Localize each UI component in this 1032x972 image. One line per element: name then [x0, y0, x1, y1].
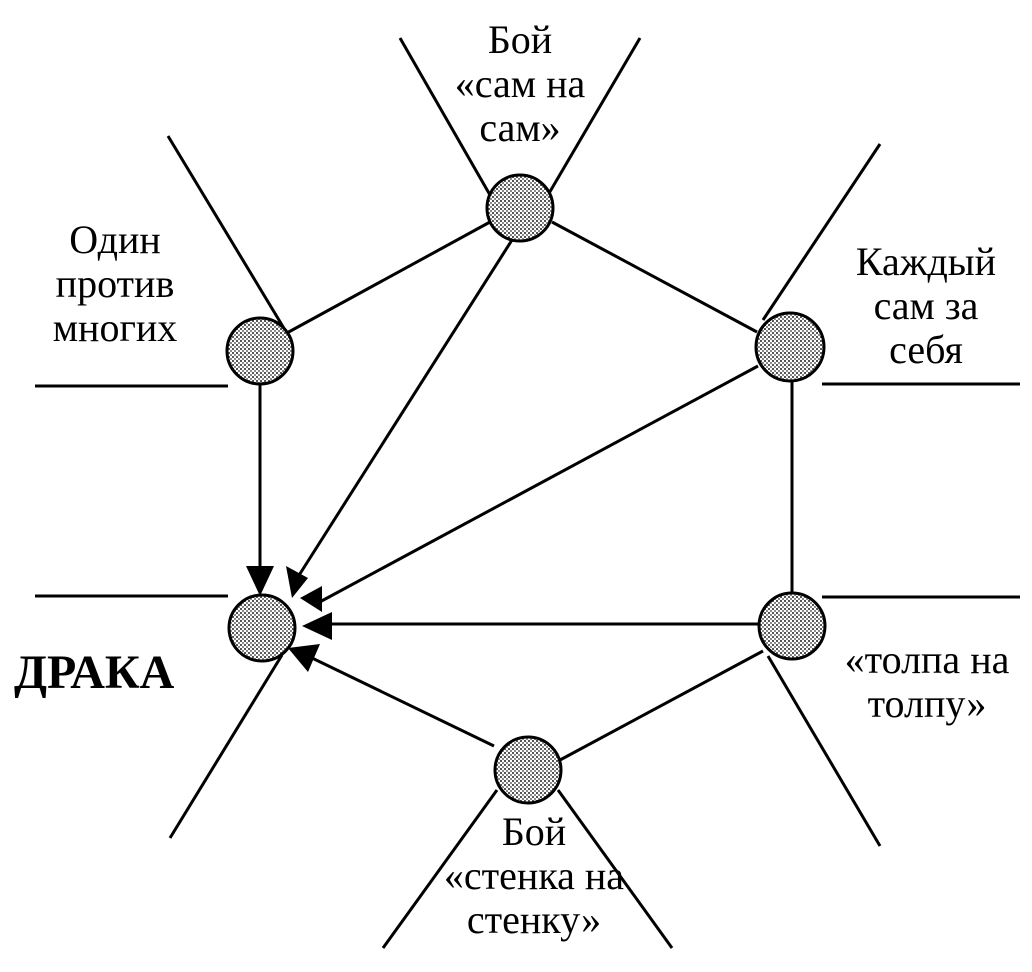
label-lower-right-line1: «толпа на — [844, 637, 1010, 682]
nodes — [225, 173, 827, 805]
label-lower-right-line2: толпу» — [867, 681, 987, 726]
spoke-top-right — [546, 37, 642, 196]
arrow-line-from-upper-right — [315, 364, 759, 606]
arrowhead-from-lower-right — [302, 612, 332, 640]
spoke-bottom-right — [556, 789, 674, 949]
node-lower-right — [757, 591, 827, 661]
spoke-bottom-left — [381, 789, 499, 949]
label-upper-left-line1: Один — [69, 217, 161, 262]
label-upper-right-line3: себя — [889, 327, 963, 372]
label-upper-right-line1: Каждый — [855, 239, 997, 284]
arrowhead-from-upper-left — [246, 566, 274, 596]
label-bottom-line3: стенку» — [466, 897, 602, 942]
label-upper-left-line2: против — [55, 261, 175, 306]
label-upper-left-line3: многих — [52, 305, 178, 350]
label-top-line2: «сам на — [454, 61, 586, 106]
label-lower-right: «толпа на толпу» — [828, 638, 1026, 726]
arrow-line-from-bottom — [311, 656, 495, 748]
node-bottom — [493, 735, 563, 805]
label-upper-right-line2: сам за — [873, 283, 979, 328]
center-label: ДРАКА — [14, 646, 175, 699]
spoke-upper-left-diag — [166, 135, 287, 331]
label-bottom-line1: Бой — [501, 809, 567, 854]
label-upper-left: Один против многих — [30, 218, 200, 350]
spoke-lower-right-diag — [766, 655, 882, 847]
node-top — [485, 173, 555, 243]
spoke-top-left — [398, 37, 492, 196]
arrow-line-from-top — [294, 239, 514, 581]
edges — [284, 220, 794, 762]
label-upper-right: Каждый сам за себя — [840, 240, 1012, 372]
edge-top-upper-left — [284, 220, 491, 336]
node-upper-right — [754, 311, 826, 383]
arrowhead-from-upper-right — [300, 586, 322, 612]
label-bottom-line2: «стенка на — [443, 853, 625, 898]
label-top-line1: Бой — [487, 17, 553, 62]
node-upper-left — [225, 316, 295, 386]
arrowhead-from-bottom — [288, 644, 320, 672]
spoke-upper-right-diag — [761, 143, 882, 321]
edge-top-upper-right — [551, 220, 758, 334]
spoke-center-diag — [168, 654, 284, 839]
arrows — [246, 239, 760, 748]
label-bottom: Бой «стенка на стенку» — [424, 810, 644, 942]
spokes — [35, 37, 1020, 949]
label-top-line3: сам» — [479, 105, 561, 150]
label-top: Бой «сам на сам» — [440, 18, 600, 150]
edge-lower-right-bottom — [559, 649, 764, 762]
arrowhead-from-top — [286, 566, 308, 598]
node-center — [227, 593, 297, 663]
